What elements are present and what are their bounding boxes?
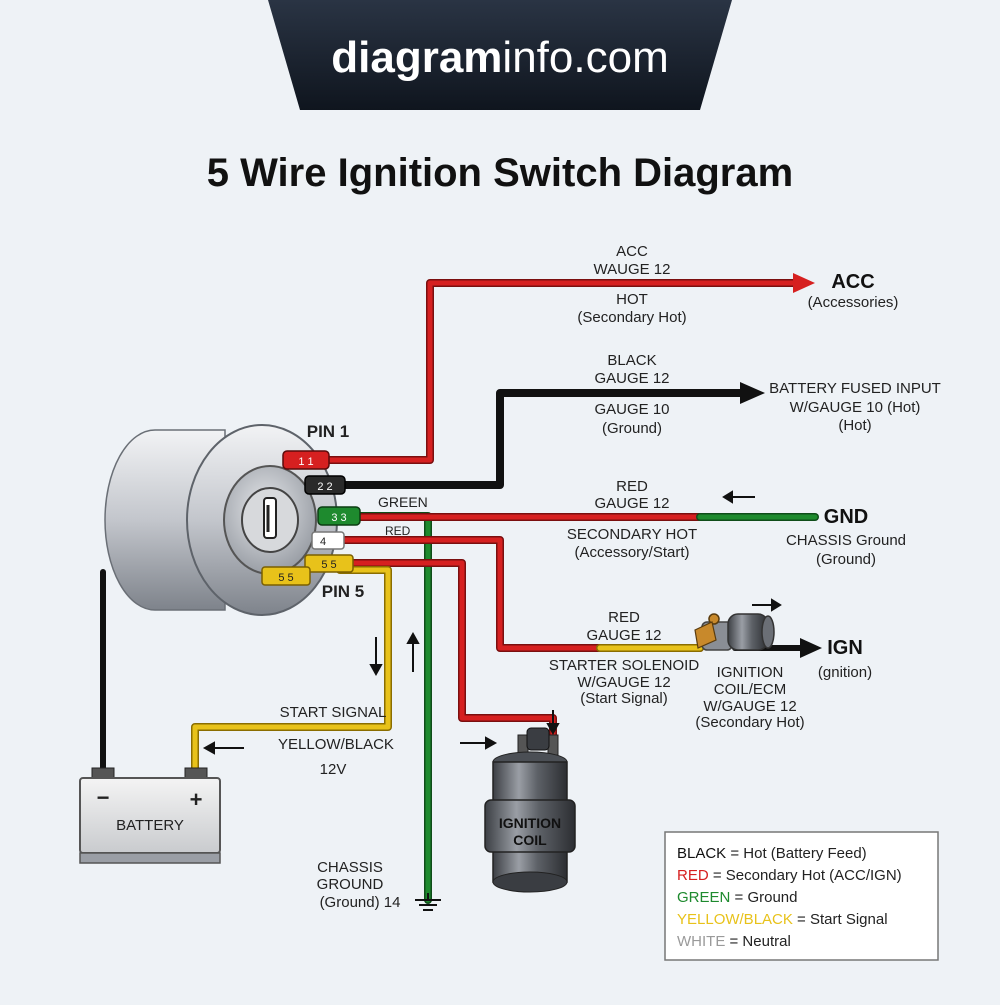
battery-label: BATTERY — [116, 817, 184, 834]
ground-symbol-icon — [415, 893, 441, 911]
pin-4-terminal — [311, 531, 345, 550]
color-legend: BLACK = Hot (Battery Feed) RED = Seconda… — [664, 831, 939, 961]
ign-red-label: RED — [608, 609, 640, 626]
black-wire-label: BLACK — [607, 352, 656, 369]
red-wire-small-label: RED — [385, 524, 411, 538]
legend-item: RED = Secondary Hot (ACC/IGN) — [677, 867, 902, 884]
acc-terminal-subtitle: (Accessories) — [808, 294, 899, 311]
battery-minus-icon: − — [97, 785, 110, 810]
acc-wire-outline — [322, 279, 804, 464]
coil-ecm-ignition-label: IGNITION — [717, 664, 784, 681]
battery-input-wire — [334, 389, 749, 489]
acc-terminal-title: ACC — [831, 271, 874, 293]
chassis-ground-gauge-label: (Ground) 14 — [320, 894, 401, 911]
pin-3-terminal — [317, 506, 361, 526]
battery-fused-input-label: BATTERY FUSED INPUT — [769, 380, 941, 397]
coil-ecm-label: COIL/ECM — [714, 681, 787, 698]
acc-wire — [323, 280, 803, 463]
legend-item: WHITE = Neutral — [677, 933, 791, 950]
pin-3-label: 3 3 — [331, 512, 346, 524]
site-header: diagraminfo.com — [268, 0, 732, 110]
battery-hot-label: (Hot) — [838, 417, 871, 434]
wire-labels: ACC WAUGE 12 HOT (Secondary Hot) ACC (Ac… — [278, 243, 941, 911]
black-ground-label: (Ground) — [602, 420, 662, 437]
ignition-coil: IGNITION COIL — [484, 727, 576, 893]
pin-1-terminal — [282, 450, 330, 470]
wires — [100, 279, 819, 904]
chassis-label: CHASSIS — [317, 859, 383, 876]
legend-item: BLACK = Hot (Battery Feed) — [677, 845, 867, 862]
site-logo: diagraminfo.com — [331, 33, 668, 82]
ign-terminal-subtitle: (gnition) — [818, 664, 872, 681]
starter-gauge-label: W/GAUGE 12 — [577, 674, 670, 691]
battery-plus-icon: + — [190, 787, 203, 812]
direction-arrows — [202, 490, 782, 755]
legend-item: GREEN = Ground — [677, 889, 797, 906]
black-gauge-label: GAUGE 12 — [594, 370, 669, 387]
ign-arrow-icon — [800, 638, 822, 658]
start-signal-wire — [192, 567, 391, 778]
page-title: 5 Wire Ignition Switch Diagram — [207, 151, 793, 195]
pin-5b-label: 5 5 — [321, 559, 336, 571]
acc-hot-label: HOT — [616, 291, 648, 308]
pin-5a-label: 5 5 — [278, 572, 293, 584]
header-banner — [268, 0, 732, 110]
pin5-callout: PIN 5 — [322, 582, 365, 601]
acc-secondary-hot-label: (Secondary Hot) — [577, 309, 686, 326]
gnd-gauge-label: GAUGE 12 — [594, 495, 669, 512]
battery: − + BATTERY — [79, 767, 221, 864]
battery-gauge-label: W/GAUGE 10 (Hot) — [790, 399, 921, 416]
pin-2-terminal — [304, 475, 346, 495]
ign-terminal-title: IGN — [827, 637, 863, 659]
coil-ecm-secondary-hot-label: (Secondary Hot) — [695, 714, 804, 731]
starter-solenoid-icon — [694, 613, 775, 651]
legend-box — [664, 831, 939, 961]
acc-arrow-icon — [793, 273, 815, 293]
gnd-chassis-label: CHASSIS Ground — [786, 532, 906, 549]
gnd-red-label: RED — [616, 478, 648, 495]
ign-gauge-label: GAUGE 12 — [586, 627, 661, 644]
pin-1-label: 1 1 — [298, 456, 313, 468]
battery-arrow-icon — [740, 382, 765, 404]
gnd-secondary-hot-label: SECONDARY HOT — [567, 526, 697, 543]
gnd-terminal-title: GND — [824, 506, 868, 528]
black-gauge10-label: GAUGE 10 — [594, 401, 669, 418]
coil-ecm-gauge-label: W/GAUGE 12 — [703, 698, 796, 715]
acc-wire-label: ACC — [616, 243, 648, 260]
pin-4-label: 4 — [320, 536, 326, 548]
voltage-label: 12V — [320, 761, 347, 778]
pin-5b-terminal — [304, 554, 354, 573]
pin-2-label: 2 2 — [317, 481, 332, 493]
ignition-switch: 1 1 2 2 3 3 4 5 5 5 5 PIN 1 PIN 5 — [104, 422, 365, 616]
coil-label-line2: COIL — [513, 832, 547, 848]
gnd-ground-label: (Ground) — [816, 551, 876, 568]
pin1-callout: PIN 1 — [307, 422, 350, 441]
green-wire-label: GREEN — [378, 494, 428, 510]
starter-solenoid-label: STARTER SOLENOID — [549, 657, 699, 674]
yellow-black-label: YELLOW/BLACK — [278, 736, 394, 753]
start-signal-label: START SIGNAL — [280, 704, 387, 721]
acc-gauge-label: WAUGE 12 — [594, 261, 671, 278]
starter-start-signal-label: (Start Signal) — [580, 690, 668, 707]
coil-label-line1: IGNITION — [499, 815, 561, 831]
legend-item: YELLOW/BLACK = Start Signal — [677, 911, 888, 928]
gnd-accessory-start-label: (Accessory/Start) — [574, 544, 689, 561]
key-slot-icon — [263, 497, 277, 539]
pin-5a-terminal — [261, 566, 311, 586]
chassis-ground-label: GROUND — [317, 876, 384, 893]
